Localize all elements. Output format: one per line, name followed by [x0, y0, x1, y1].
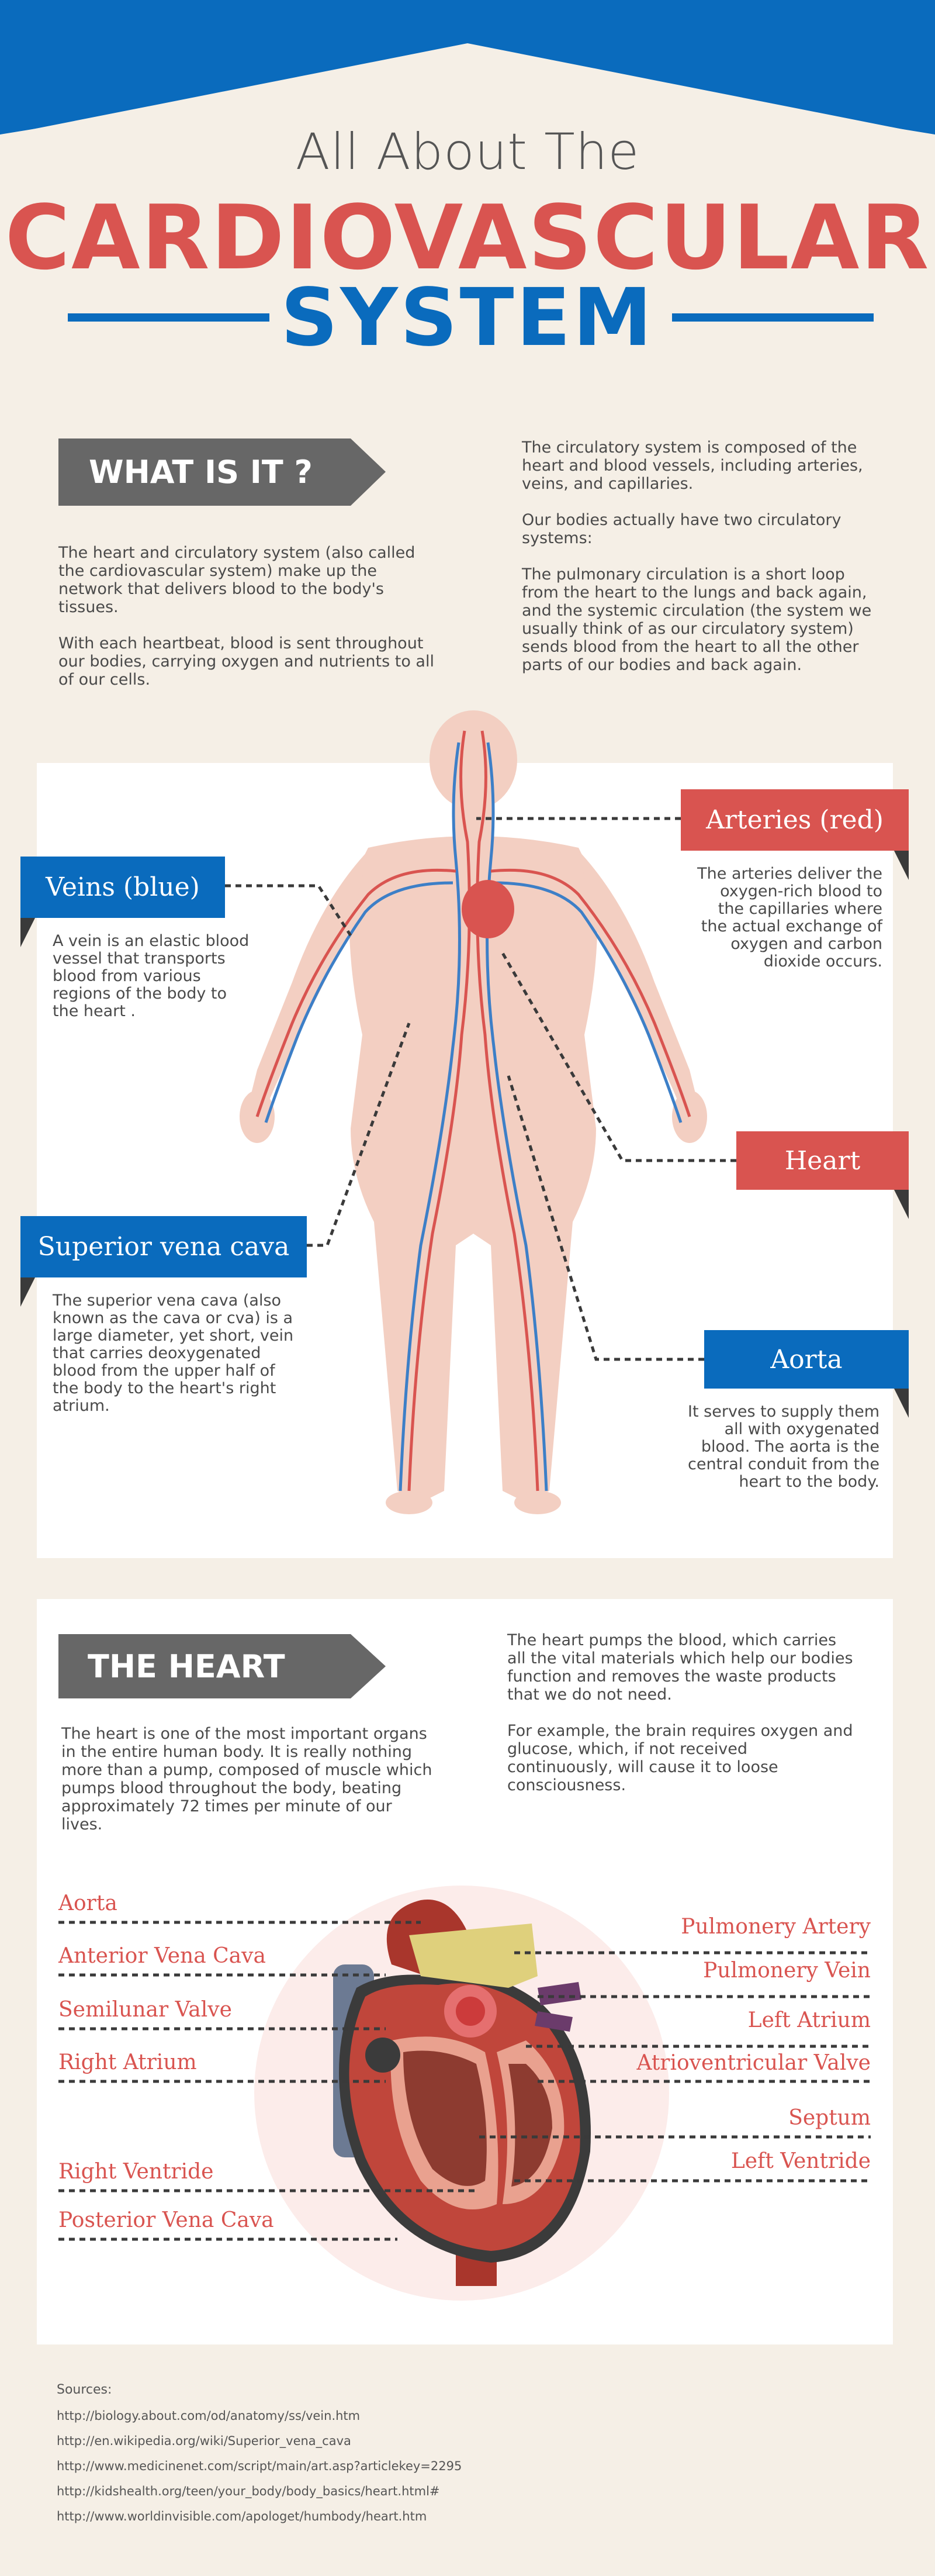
what-is-it-left-p2: With each heartbeat, blood is sent throu… [58, 634, 434, 689]
aorta-description: It serves to supply them all with oxygen… [687, 1403, 879, 1491]
heart-label-semilunar-valve: Semilunar Valve [58, 1998, 232, 2022]
human-body-illustration [240, 710, 707, 1514]
heart-label-left-atrium: Left Atrium [747, 2008, 871, 2032]
source-link-2[interactable]: http://en.wikipedia.org/wiki/Superior_ve… [57, 2434, 351, 2448]
heart-heading-arrow-shape [58, 1634, 386, 1698]
what-is-it-right-text: The circulatory system is composed of th… [522, 438, 872, 692]
heading-arrow-shape [58, 438, 386, 506]
title-line3: SYSTEM [280, 272, 654, 364]
superior-vena-cava-label: Superior vena cava [20, 1216, 307, 1277]
the-heart-left-text: The heart is one of the most important o… [61, 1725, 435, 1852]
svc-label-fold [20, 1277, 35, 1307]
arteries-label-fold [894, 851, 909, 880]
heart-label-septum: Septum [788, 2106, 871, 2130]
heart-label-posterior-vena-cava: Posterior Vena Cava [58, 2208, 274, 2232]
what-is-it-heading: WHAT IS IT ? [89, 454, 313, 491]
heart-label-right-atrium: Right Atrium [58, 2050, 197, 2074]
heart-label-pulmonery-vein: Pulmonery Vein [703, 1959, 871, 1983]
heart-label: Heart [736, 1131, 909, 1190]
veins-description: A vein is an elastic blood vessel that t… [53, 932, 250, 1020]
source-link-4[interactable]: http://kidshealth.org/teen/your_body/bod… [57, 2484, 440, 2498]
what-is-it-right-p2: Our bodies actually have two circulatory… [522, 511, 842, 547]
heart-label-aorta: Aorta [58, 1891, 117, 1915]
title-rule-left [68, 313, 269, 322]
heart-anatomy-illustration [254, 1886, 669, 2301]
heart-label-fold [894, 1190, 909, 1219]
what-is-it-right-p3: The pulmonary circulation is a short loo… [522, 565, 872, 674]
the-heart-right-p1: The heart pumps the blood, which carries… [507, 1631, 853, 1704]
aorta-label-fold [894, 1389, 909, 1418]
heart-label-pulmonery-artery: Pulmonery Artery [681, 1915, 871, 1939]
the-heart-right-p2: For example, the brain requires oxygen a… [507, 1722, 853, 1794]
aorta-label: Aorta [704, 1330, 909, 1389]
heart-label-atrioventricular-valve: Atrioventricular Valve [636, 2051, 871, 2075]
heart-label-left-ventride: Left Ventride [730, 2149, 871, 2173]
title-line2: CARDIOVASCULAR [5, 186, 930, 289]
arteries-description: The arteries deliver the oxygen-rich blo… [697, 865, 882, 971]
sources-title: Sources: [57, 2382, 112, 2397]
what-is-it-left-text: The heart and circulatory system (also c… [58, 544, 438, 707]
superior-vena-cava-description: The superior vena cava (also known as th… [53, 1292, 294, 1415]
the-heart-right-text: The heart pumps the blood, which carries… [507, 1631, 858, 1812]
title-rule-right [672, 313, 874, 322]
the-heart-left-p1: The heart is one of the most important o… [61, 1725, 432, 1833]
source-link-1[interactable]: http://biology.about.com/od/anatomy/ss/v… [57, 2409, 361, 2423]
top-roof-banner [0, 0, 935, 134]
heart-label-right-ventride: Right Ventride [58, 2160, 214, 2184]
source-link-5[interactable]: http://www.worldinvisible.com/apologet/h… [57, 2509, 427, 2523]
body-connector-lines [225, 817, 736, 1361]
the-heart-heading: THE HEART [88, 1648, 285, 1685]
veins-label: Veins (blue) [20, 857, 225, 918]
heart-label-anterior-vena-cava: Anterior Vena Cava [58, 1944, 266, 1968]
veins-label-fold [20, 918, 35, 947]
source-link-3[interactable]: http://www.medicinenet.com/script/main/a… [57, 2459, 462, 2473]
title-line1: All About The [295, 123, 640, 181]
arteries-label: Arteries (red) [681, 789, 909, 851]
what-is-it-left-p1: The heart and circulatory system (also c… [58, 544, 415, 616]
what-is-it-right-p1: The circulatory system is composed of th… [522, 438, 863, 493]
heart-connector-lines [58, 1921, 871, 2241]
